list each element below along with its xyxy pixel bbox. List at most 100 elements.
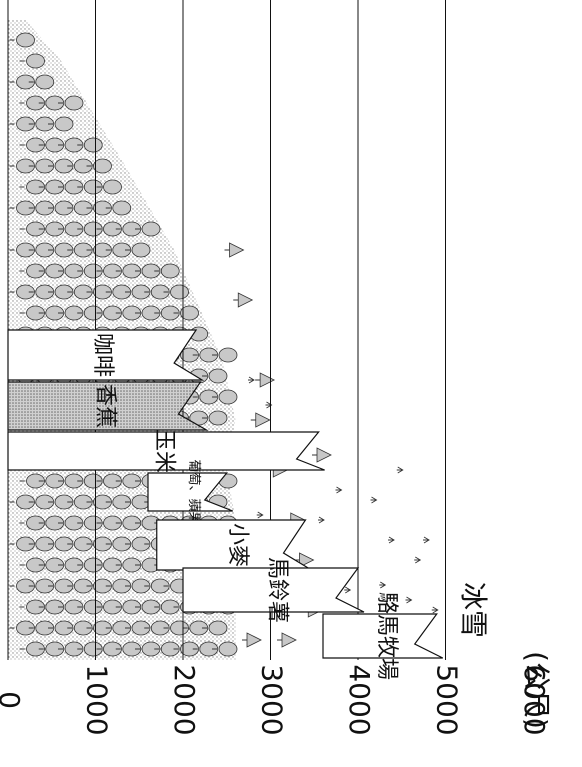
tree-icon xyxy=(135,221,161,237)
crop-label: 駱馬牧場 xyxy=(374,592,399,680)
tree-icon xyxy=(125,536,151,552)
tree-icon xyxy=(105,284,132,300)
tree-icon xyxy=(163,284,189,300)
tree-icon xyxy=(105,200,132,216)
tree-icon xyxy=(96,263,122,279)
tree-icon xyxy=(28,536,55,552)
altitude-tick-label: 5000 xyxy=(431,664,464,735)
tree-icon xyxy=(86,158,112,174)
tree-icon xyxy=(48,578,74,594)
tree-icon xyxy=(58,473,84,489)
tree-icon xyxy=(86,284,112,300)
tree-icon xyxy=(19,53,45,69)
tree-icon xyxy=(135,641,161,657)
crop-arrow xyxy=(7,381,209,431)
tree-icon xyxy=(67,200,93,216)
tree-icon xyxy=(58,641,84,657)
tree-icon xyxy=(9,200,35,216)
crop-range-1: 香蕉 xyxy=(7,381,209,431)
tree-icon xyxy=(115,473,142,489)
grass-tuft xyxy=(423,536,430,544)
tree-icon xyxy=(28,284,55,300)
tree-icon xyxy=(19,599,45,615)
tree-icon xyxy=(58,263,84,279)
altitude-tick-label: 1000 xyxy=(81,664,114,735)
tree-icon xyxy=(19,137,45,153)
tree-icon xyxy=(9,74,35,90)
tree-icon xyxy=(19,557,45,573)
tree-icon xyxy=(28,74,55,90)
crop-arrow xyxy=(7,431,325,471)
tree-icon xyxy=(48,620,74,636)
tree-icon xyxy=(77,137,103,153)
tree-icon xyxy=(38,599,65,615)
altitude-tick-label: 2000 xyxy=(168,664,201,735)
grass-tuft xyxy=(405,596,413,604)
grass-tuft xyxy=(344,586,352,594)
tree-icon xyxy=(38,473,65,489)
altitude-tick-label: 6000 xyxy=(518,664,551,735)
tree-icon xyxy=(9,116,35,132)
tree-icon xyxy=(125,284,151,300)
tree-icon xyxy=(58,599,84,615)
tree-icon xyxy=(202,620,228,636)
crop-range-3: 葡萄、蘋果 xyxy=(147,459,233,525)
tree-icon xyxy=(86,620,112,636)
grass-tuft xyxy=(335,486,343,494)
tree-icon xyxy=(19,221,45,237)
tree-icon xyxy=(312,447,332,463)
tree-icon xyxy=(19,473,45,489)
tree-icon xyxy=(105,578,132,594)
grass-tuft xyxy=(396,466,404,474)
grass-tuft xyxy=(248,376,255,384)
tree-icon xyxy=(173,641,199,657)
tree-icon xyxy=(9,284,35,300)
tree-icon xyxy=(154,263,180,279)
crop-label: 馬鈴薯 xyxy=(265,557,290,623)
grass-tuft xyxy=(256,511,264,519)
tree-icon xyxy=(115,221,142,237)
grass-tuft xyxy=(388,536,395,544)
tree-icon xyxy=(9,158,35,174)
tree-icon xyxy=(115,305,142,321)
tree-icon xyxy=(19,95,45,111)
tree-icon xyxy=(135,305,161,321)
tree-icon xyxy=(9,620,35,636)
tree-icon xyxy=(105,620,132,636)
tree-icon xyxy=(277,632,297,648)
snow-label: 冰雪 xyxy=(457,582,490,638)
tree-icon xyxy=(182,620,209,636)
tree-icon xyxy=(38,95,65,111)
tree-icon xyxy=(9,536,35,552)
tree-icon xyxy=(58,221,84,237)
tree-icon xyxy=(125,242,151,258)
tree-icon xyxy=(77,305,103,321)
tree-icon xyxy=(67,536,93,552)
tree-icon xyxy=(135,599,161,615)
tree-icon xyxy=(9,32,35,48)
grass-tuft xyxy=(370,496,378,504)
tree-icon xyxy=(28,578,55,594)
tree-icon xyxy=(58,137,84,153)
tree-icon xyxy=(58,179,84,195)
tree-icon xyxy=(38,137,65,153)
tree-icon xyxy=(38,263,65,279)
tree-icon xyxy=(28,158,55,174)
tree-icon xyxy=(67,620,93,636)
tree-icon xyxy=(19,515,45,531)
tree-icon xyxy=(77,641,103,657)
tree-icon xyxy=(28,620,55,636)
crop-arrow xyxy=(182,567,365,613)
tree-icon xyxy=(38,179,65,195)
grass-tuft xyxy=(318,516,325,524)
tree-icon xyxy=(86,578,112,594)
tree-icon xyxy=(86,494,112,510)
tree-icon xyxy=(67,494,93,510)
tree-icon xyxy=(9,494,35,510)
tree-icon xyxy=(96,221,122,237)
tree-icon xyxy=(9,578,35,594)
tree-icon xyxy=(48,284,74,300)
tree-icon xyxy=(115,515,142,531)
tree-icon xyxy=(38,557,65,573)
